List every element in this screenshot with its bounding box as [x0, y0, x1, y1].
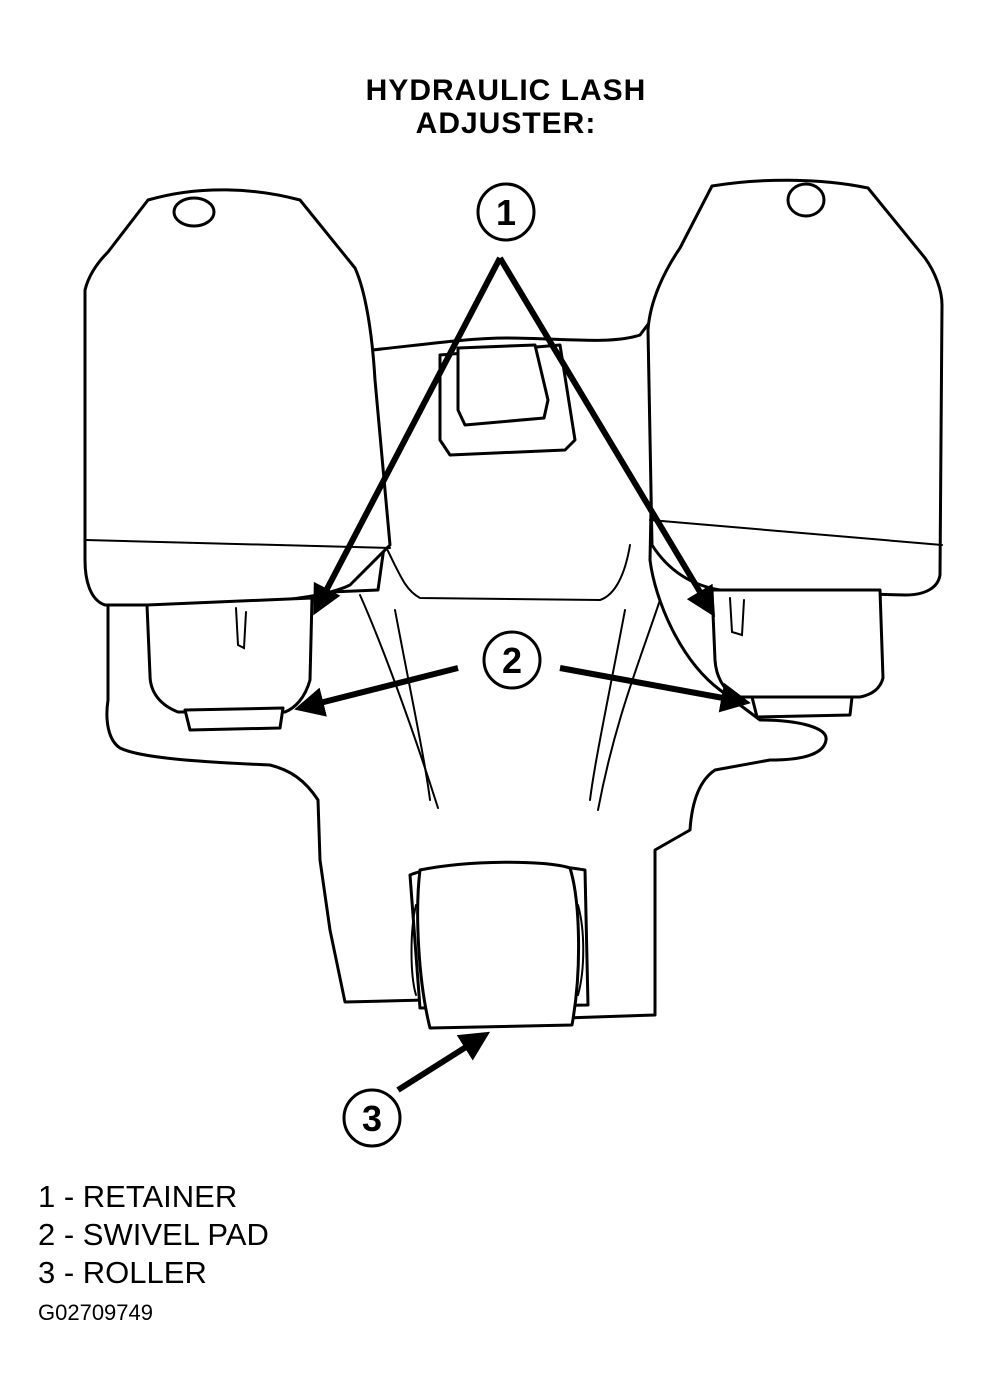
legend-item-roller: 3 - ROLLER — [38, 1255, 207, 1290]
diagram-title-line-2: ADJUSTER: — [416, 107, 597, 140]
left-swivel-pad — [183, 706, 285, 732]
callout-1-arrow-left — [313, 256, 503, 616]
left-retainer-body — [83, 188, 392, 607]
callout-1-arrow-right — [497, 256, 716, 618]
legend-item-swivel-pad: 2 - SWIVEL PAD — [38, 1217, 269, 1252]
roller — [416, 860, 581, 1030]
right-retainer-hole — [786, 182, 826, 218]
callout-3-label: 3 — [362, 1098, 382, 1139]
right-retainer-band — [649, 519, 943, 546]
figure-id: G02709749 — [38, 1300, 153, 1325]
center-ridge-right — [597, 599, 661, 811]
callout-2-arrow-right — [559, 665, 751, 713]
callout-2-arrow-left — [294, 665, 459, 717]
right-retainer-body — [646, 178, 944, 597]
right-swivel-pad — [750, 695, 854, 719]
left-plunger-slot — [235, 607, 247, 650]
callout-3-arrow — [396, 1031, 491, 1093]
center-ridge-left-inner — [394, 609, 431, 801]
legend-item-retainer: 1 - RETAINER — [38, 1179, 238, 1214]
callout-3-circle — [342, 1088, 402, 1148]
center-socket-inner — [456, 343, 550, 427]
callout-2-label: 2 — [502, 640, 522, 681]
callout-1-label: 1 — [496, 192, 516, 233]
center-lower-panel — [384, 544, 631, 602]
roller-right-edge — [577, 904, 585, 996]
diagram-title-line-1: HYDRAULIC LASH — [366, 74, 647, 107]
callout-2-circle — [482, 630, 542, 690]
rocker-arm-body — [105, 313, 828, 1020]
legend: 1 - RETAINER 2 - SWIVEL PAD 3 - ROLLER — [38, 1178, 269, 1292]
left-retainer-hole — [172, 196, 216, 228]
right-plunger-slot — [729, 597, 745, 637]
callout-1-circle — [476, 182, 536, 242]
roller-left-edge — [410, 904, 417, 996]
left-plunger — [145, 596, 314, 714]
right-plunger — [710, 588, 885, 699]
left-retainer-band — [85, 539, 391, 549]
center-ridge-right-inner — [589, 609, 626, 801]
